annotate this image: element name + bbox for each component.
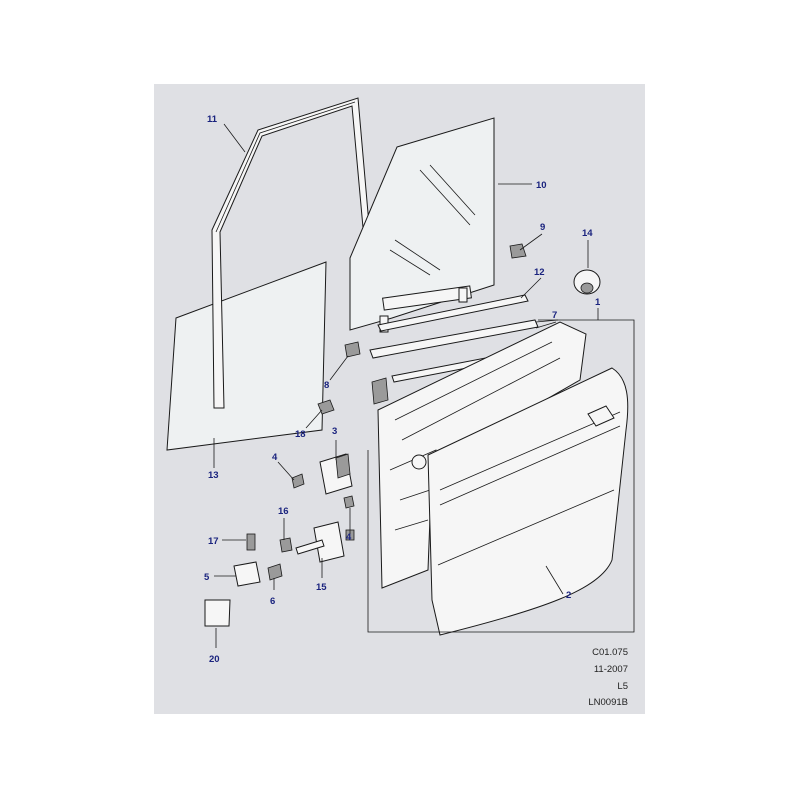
- callout-6: 6: [270, 596, 275, 607]
- callout-15: 15: [316, 582, 327, 593]
- hinge-plate-part: [233, 561, 261, 587]
- pin-part-17: [246, 533, 256, 551]
- lower-hinge-part: [295, 521, 345, 563]
- callout-14: 14: [582, 228, 593, 239]
- outer-waist-seal-part: [377, 294, 529, 332]
- bolt-part-4a: [291, 473, 305, 489]
- reference-date: 11-2007: [593, 664, 628, 675]
- grommet-part-14: [573, 269, 601, 295]
- callout-10: 10: [536, 180, 547, 191]
- callout-5: 5: [204, 572, 210, 583]
- drawing-number: LN0091B: [588, 697, 628, 708]
- outer-door-skin-part: [427, 367, 629, 636]
- callout-7: 7: [552, 310, 557, 321]
- glass-run-channel-part: [211, 97, 377, 409]
- pad-part-20: [204, 599, 231, 627]
- bolt-part-6: [267, 563, 283, 581]
- clip-part-9: [509, 243, 527, 259]
- reference-model: L5: [617, 681, 628, 692]
- callout-16: 16: [278, 506, 289, 517]
- callout-17: 17: [208, 536, 219, 547]
- upper-hinge-part: [319, 453, 353, 495]
- callout-8: 8: [324, 380, 329, 391]
- callout-20: 20: [209, 654, 220, 665]
- callout-4-upper: 4: [272, 452, 278, 463]
- callout-2: 2: [566, 590, 571, 601]
- callout-18: 18: [295, 429, 306, 440]
- callout-11: 11: [207, 114, 218, 125]
- door-assembly-bracket: [367, 319, 635, 633]
- leader-lines: [213, 123, 599, 648]
- callout-13: 13: [208, 470, 219, 481]
- drop-glass-part: [349, 117, 495, 333]
- nut-part-16: [279, 537, 293, 553]
- cap-part-8: [344, 341, 361, 358]
- reference-code: C01.075: [592, 647, 628, 658]
- quarter-glass-part: [166, 261, 327, 451]
- callout-9: 9: [540, 222, 545, 233]
- callout-4-lower: 4: [346, 532, 352, 543]
- callout-1: 1: [595, 297, 601, 308]
- callout-12: 12: [534, 267, 545, 278]
- callout-3: 3: [332, 426, 337, 437]
